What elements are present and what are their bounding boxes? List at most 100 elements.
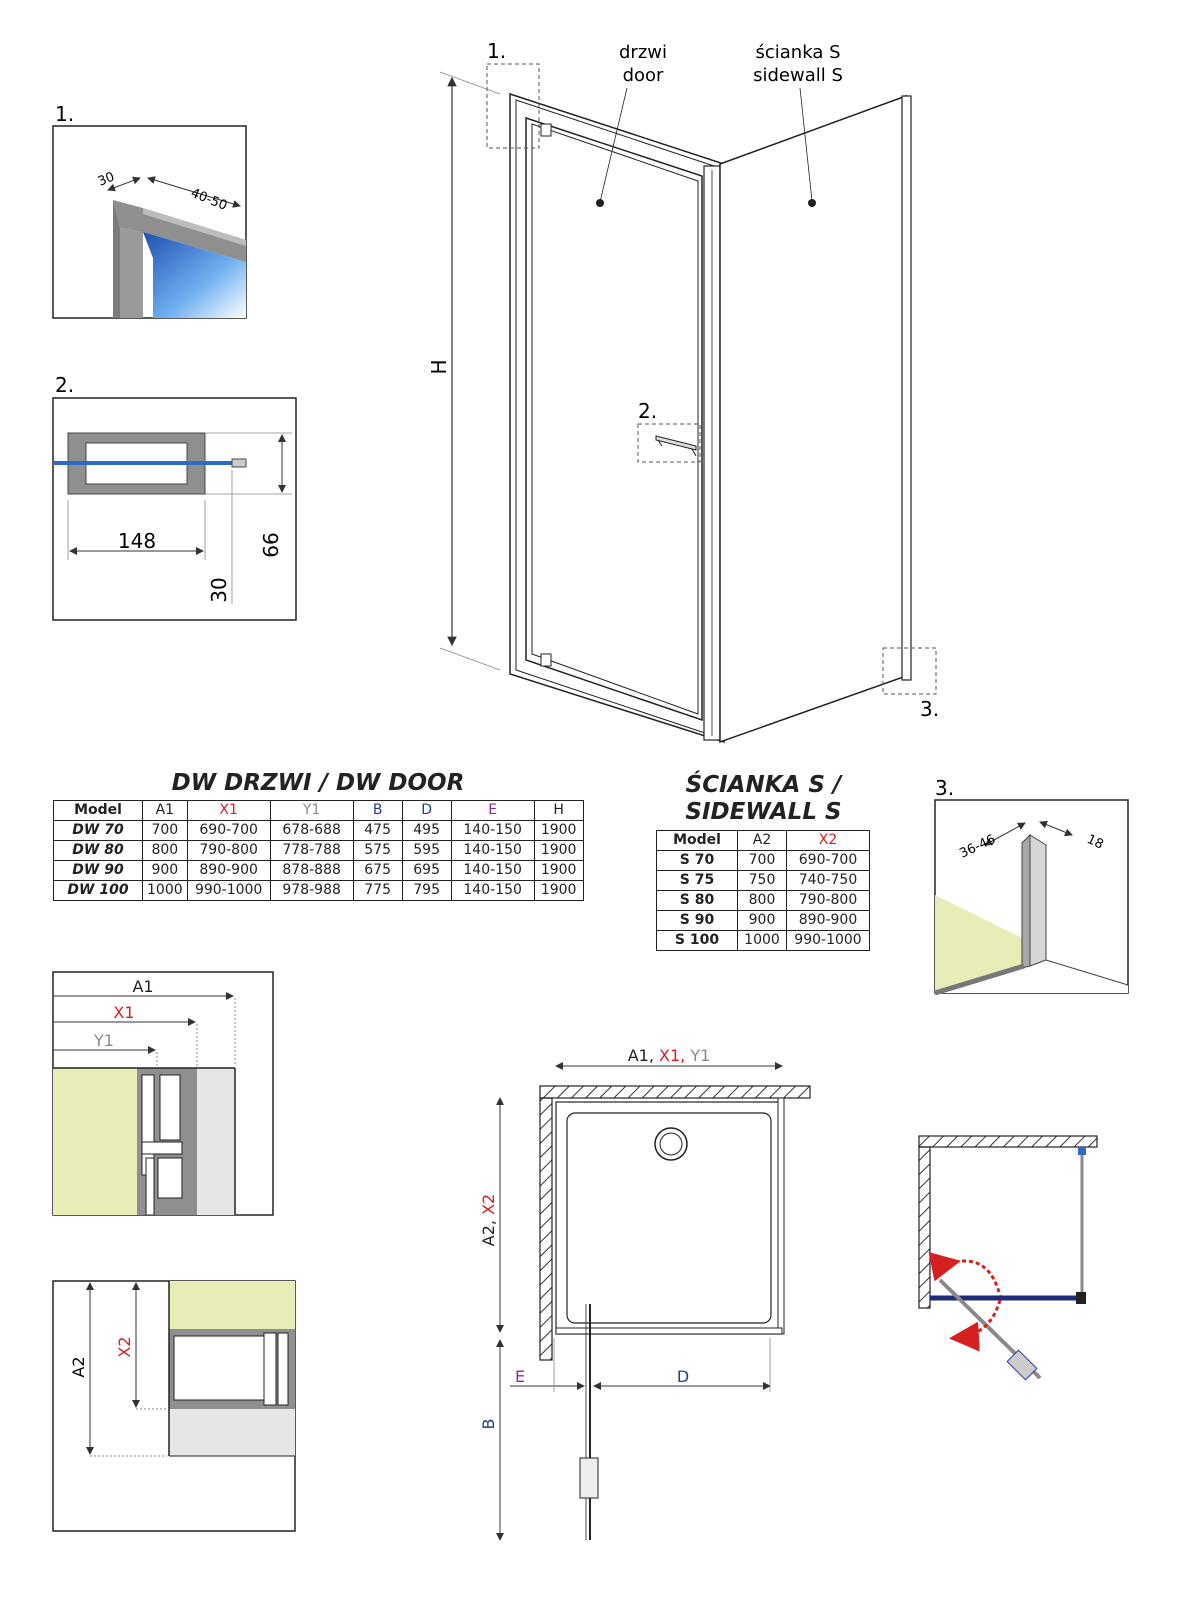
door-table-cell: 775 [352,880,403,901]
door-table-cell: 140-150 [450,860,535,881]
detail-1: 1. 30 40-50 [52,102,247,319]
side-table-cell: 900 [737,910,787,931]
door-table-cell: 140-150 [450,820,535,841]
door-table-cell: 795 [401,880,452,901]
door-table-cell: 790-800 [186,840,271,861]
door-table-cell: 800 [142,840,188,861]
side-table-cell: S 90 [656,910,738,931]
door-col-model: Model [53,800,143,821]
detail-3-dim-b: 18 [1084,832,1105,853]
door-table-cell: 890-900 [186,860,271,881]
door-table-cell: DW 70 [53,820,143,841]
side-col-model: Model [656,830,738,851]
door-table-title: DW DRZWI / DW DOOR [171,770,465,796]
swing-diagram [918,1135,1098,1381]
door-table-cell: DW 80 [53,840,143,861]
door-table-cell: 695 [401,860,452,881]
door-label-pl: drzwi [619,42,667,63]
side-table-title-line2: SIDEWALL S [685,799,842,825]
door-col-a1: A1 [142,800,188,821]
detail-2-offset: 30 [207,577,231,602]
side-table-header: Model A2 X2 [656,830,870,851]
door-col-e: E [450,800,535,821]
door-col-b: B [352,800,403,821]
side-table-cell: 790-800 [786,890,870,911]
detail-2-width: 148 [118,529,156,553]
detail-1-dim-a: 30 [96,170,117,190]
detail-3-label: 3. [935,776,954,800]
side-table-cell: 1000 [737,930,787,951]
door-table-cell: 778-788 [269,840,354,861]
door-table-cell: 678-688 [269,820,354,841]
door-table-cell: 140-150 [450,840,535,861]
door-table-cell: 475 [352,820,403,841]
height-label: H [427,359,451,374]
callout-1: 1. [487,39,506,63]
side-table-cell: S 100 [656,930,738,951]
section-a2: A2 X2 [52,1280,296,1532]
side-col-x2: X2 [786,830,870,851]
door-table-cell: DW 100 [53,880,143,901]
door-table-cell: 1000 [142,880,188,901]
side-col-a2: A2 [737,830,787,851]
door-table-cell: 900 [142,860,188,881]
door-label-en: door [623,65,664,86]
main-perspective: H 1. 2. 3. drzwi door ścianka S sidewall… [427,39,939,744]
door-table-cell: DW 90 [53,860,143,881]
door-col-x1: X1 [186,800,271,821]
door-table-cell: 140-150 [450,880,535,901]
plan-d-label: D [677,1367,689,1386]
side-table-cell: 890-900 [786,910,870,931]
callout-3: 3. [920,697,939,721]
section-a1-y1: Y1 [93,1031,114,1050]
plan-view: A1, X1, Y1 A2, X2 B E D [479,1046,811,1541]
door-table-cell: 675 [352,860,403,881]
door-table-cell: 978-988 [269,880,354,901]
side-table-cell: S 75 [656,870,738,891]
plan-e-label: E [515,1367,525,1386]
door-col-d: D [401,800,452,821]
door-table-cell: 690-700 [186,820,271,841]
plan-side-label: A2, X2 [479,1194,498,1246]
door-table-cell: 1900 [533,860,584,881]
sidewall-label-en: sidewall S [753,65,843,86]
plan-b-label: B [479,1419,498,1430]
detail-2: 2. 148 66 30 [52,373,297,621]
side-table-cell: S 70 [656,850,738,871]
section-a1-x1: X1 [113,1003,134,1022]
side-table-title: ŚCIANKA S / SIDEWALL S [656,772,871,826]
side-table-cell: 750 [737,870,787,891]
side-table-cell: S 80 [656,890,738,911]
side-table-cell: 700 [737,850,787,871]
section-a1: A1 X1 Y1 [52,971,274,1216]
door-table-cell: 1900 [533,840,584,861]
door-table-cell: 878-888 [269,860,354,881]
section-a2-a2: A2 [69,1356,88,1377]
door-table-cell: 1900 [533,880,584,901]
door-col-h: H [533,800,584,821]
sidewall-label-pl: ścianka S [756,42,841,63]
detail-2-label: 2. [55,373,74,397]
plan-top-label: A1, X1, Y1 [628,1046,711,1065]
side-table-cell: 800 [737,890,787,911]
section-a1-a1: A1 [132,977,153,996]
door-table-cell: 990-1000 [186,880,271,901]
section-a2-x2: X2 [115,1336,134,1357]
detail-1-label: 1. [55,102,74,126]
door-table-cell: 700 [142,820,188,841]
detail-3: 3. 36-46 18 [934,776,1129,996]
side-table-cell: 740-750 [786,870,870,891]
side-table-cell: 990-1000 [786,930,870,951]
